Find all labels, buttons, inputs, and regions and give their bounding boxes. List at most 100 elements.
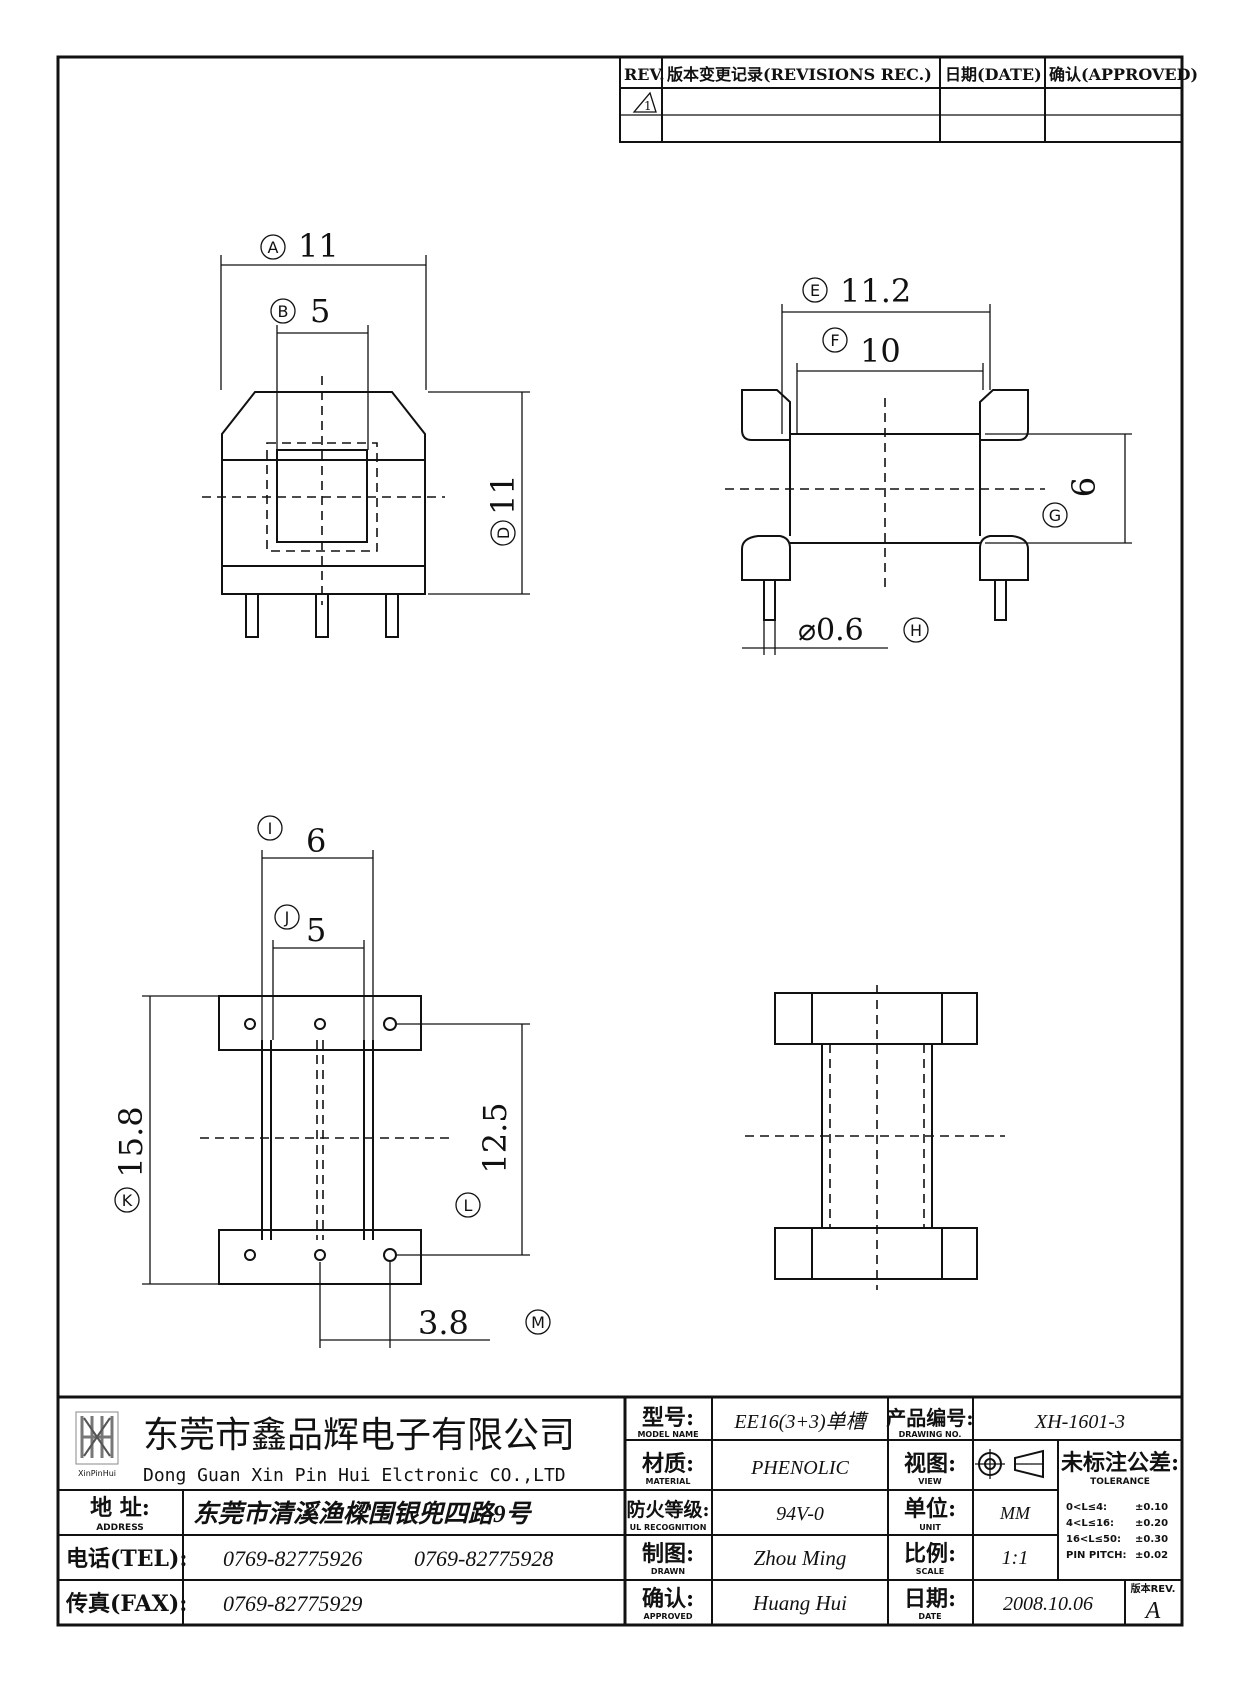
svg-text:B: B bbox=[278, 302, 289, 321]
svg-text:型号:: 型号: bbox=[642, 1405, 694, 1431]
svg-text:±0.20: ±0.20 bbox=[1135, 1518, 1168, 1529]
svg-text:10: 10 bbox=[860, 332, 901, 370]
address-label: 地 址: bbox=[90, 1495, 150, 1521]
dim-A: A 11 bbox=[260, 227, 339, 265]
date-header: 日期(DATE) bbox=[945, 65, 1042, 84]
svg-text:0<L≤4:: 0<L≤4: bbox=[1066, 1502, 1107, 1513]
company-name-cn: 东莞市鑫品辉电子有限公司 bbox=[143, 1415, 575, 1456]
dim-D: D 11 bbox=[484, 474, 522, 546]
company-name-en: Dong Guan Xin Pin Hui Elctronic CO.,LTD bbox=[143, 1465, 566, 1486]
svg-text:比例:: 比例: bbox=[904, 1541, 956, 1567]
svg-text:4<L≤16:: 4<L≤16: bbox=[1066, 1518, 1114, 1529]
tolerance-label: 未标注公差: bbox=[1061, 1450, 1179, 1476]
svg-text:TOLERANCE: TOLERANCE bbox=[1090, 1477, 1150, 1487]
svg-text:视图:: 视图: bbox=[904, 1451, 956, 1477]
svg-text:DRAWING NO.: DRAWING NO. bbox=[899, 1430, 962, 1439]
svg-text:±0.10: ±0.10 bbox=[1135, 1502, 1168, 1513]
svg-text:DATE: DATE bbox=[918, 1612, 941, 1621]
dim-B: B 5 bbox=[270, 292, 330, 330]
drawing-no-value: XH-1601-3 bbox=[1034, 1411, 1125, 1433]
svg-text:材质:: 材质: bbox=[642, 1451, 694, 1477]
dim-M: 3.8 M bbox=[418, 1304, 551, 1342]
dim-K: 15.8 K bbox=[112, 1106, 150, 1213]
svg-text:11.2: 11.2 bbox=[840, 272, 911, 310]
svg-text:11: 11 bbox=[298, 227, 339, 265]
revisions-header: 版本变更记录(REVISIONS REC.) bbox=[666, 65, 932, 84]
sheet-border bbox=[56, 55, 1184, 1627]
svg-text:单位:: 单位: bbox=[904, 1496, 956, 1522]
tel-2: 0769-82775928 bbox=[414, 1546, 553, 1571]
fax-label: 传真(FAX): bbox=[65, 1591, 187, 1617]
scale-value: 1:1 bbox=[1002, 1547, 1029, 1569]
svg-text:6: 6 bbox=[1065, 477, 1103, 497]
svg-text:APPROVED: APPROVED bbox=[644, 1612, 693, 1621]
dim-L: 12.5 L bbox=[455, 1102, 514, 1218]
unit-value: MM bbox=[999, 1503, 1031, 1523]
svg-text:±0.30: ±0.30 bbox=[1135, 1534, 1168, 1545]
tel-label: 电话(TEL): bbox=[66, 1546, 188, 1572]
svg-text:VIEW: VIEW bbox=[918, 1477, 942, 1486]
ul-value: 94V-0 bbox=[776, 1503, 824, 1525]
svg-text:DRAWN: DRAWN bbox=[651, 1567, 685, 1576]
dim-I: I 6 bbox=[257, 815, 326, 860]
svg-text:产品编号:: 产品编号: bbox=[886, 1406, 973, 1430]
svg-text:ADDRESS: ADDRESS bbox=[96, 1523, 144, 1533]
tel-1: 0769-82775926 bbox=[223, 1546, 362, 1571]
projection-symbol-icon bbox=[975, 1449, 1044, 1479]
svg-text:SCALE: SCALE bbox=[916, 1567, 944, 1576]
svg-text:3.8: 3.8 bbox=[418, 1304, 469, 1342]
material-value: PHENOLIC bbox=[750, 1457, 849, 1479]
svg-text:K: K bbox=[122, 1191, 133, 1210]
svg-text:日期:: 日期: bbox=[904, 1586, 956, 1612]
fax-value: 0769-82775929 bbox=[223, 1591, 362, 1616]
dim-H: ⌀0.6 H bbox=[798, 613, 929, 648]
front-view bbox=[202, 255, 530, 638]
svg-text:⌀0.6: ⌀0.6 bbox=[798, 613, 864, 648]
svg-text:1: 1 bbox=[644, 99, 652, 113]
svg-text:5: 5 bbox=[306, 911, 326, 949]
svg-text:G: G bbox=[1049, 506, 1061, 525]
svg-text:6: 6 bbox=[306, 822, 326, 860]
svg-text:E: E bbox=[810, 281, 820, 300]
svg-text:12.5: 12.5 bbox=[476, 1102, 514, 1173]
approved-header: 确认(APPROVED) bbox=[1049, 65, 1198, 84]
title-block: XinPinHui 东莞市鑫品辉电子有限公司 Dong Guan Xin Pin… bbox=[58, 1395, 1182, 1625]
svg-text:16<L≤50:: 16<L≤50: bbox=[1066, 1534, 1121, 1545]
svg-text:I: I bbox=[268, 819, 273, 838]
bottom-view bbox=[745, 985, 1005, 1290]
svg-text:MODEL NAME: MODEL NAME bbox=[637, 1430, 698, 1439]
svg-text:UNIT: UNIT bbox=[919, 1523, 941, 1532]
drawn-value: Zhou Ming bbox=[754, 1546, 847, 1570]
rev-label: 版本REV. bbox=[1131, 1582, 1176, 1595]
svg-text:UL RECOGNITION: UL RECOGNITION bbox=[630, 1523, 707, 1532]
svg-text:PIN PITCH:: PIN PITCH: bbox=[1066, 1550, 1126, 1561]
svg-text:D: D bbox=[494, 527, 513, 539]
rev-header: REV. bbox=[624, 65, 665, 84]
svg-text:XinPinHui: XinPinHui bbox=[78, 1469, 116, 1478]
dim-J: J 5 bbox=[274, 904, 326, 949]
address-value: 东莞市清溪渔樑围银兜四路9号 bbox=[193, 1500, 533, 1528]
svg-text:MATERIAL: MATERIAL bbox=[646, 1477, 691, 1486]
svg-text:确认:: 确认: bbox=[642, 1586, 694, 1612]
date-value: 2008.10.06 bbox=[1003, 1593, 1093, 1615]
rev-value: A bbox=[1144, 1598, 1161, 1624]
top-view bbox=[142, 850, 530, 1348]
svg-text:±0.02: ±0.02 bbox=[1135, 1550, 1168, 1561]
svg-text:M: M bbox=[531, 1313, 545, 1332]
svg-text:15.8: 15.8 bbox=[112, 1106, 150, 1177]
svg-text:A: A bbox=[268, 238, 279, 257]
dim-F: F 10 bbox=[822, 327, 901, 370]
svg-text:防火等级:: 防火等级: bbox=[626, 1498, 709, 1521]
side-view bbox=[725, 304, 1132, 655]
svg-text:F: F bbox=[830, 331, 839, 350]
revision-triangle-icon: 1 bbox=[632, 91, 657, 113]
dim-G: G 6 bbox=[1042, 477, 1103, 528]
dim-E: E 11.2 bbox=[802, 272, 911, 310]
company-logo: XinPinHui bbox=[75, 1411, 119, 1478]
svg-text:11: 11 bbox=[484, 474, 522, 515]
svg-text:J: J bbox=[284, 908, 290, 927]
approved-value: Huang Hui bbox=[752, 1591, 847, 1615]
svg-text:H: H bbox=[910, 621, 922, 640]
svg-text:5: 5 bbox=[310, 292, 330, 330]
